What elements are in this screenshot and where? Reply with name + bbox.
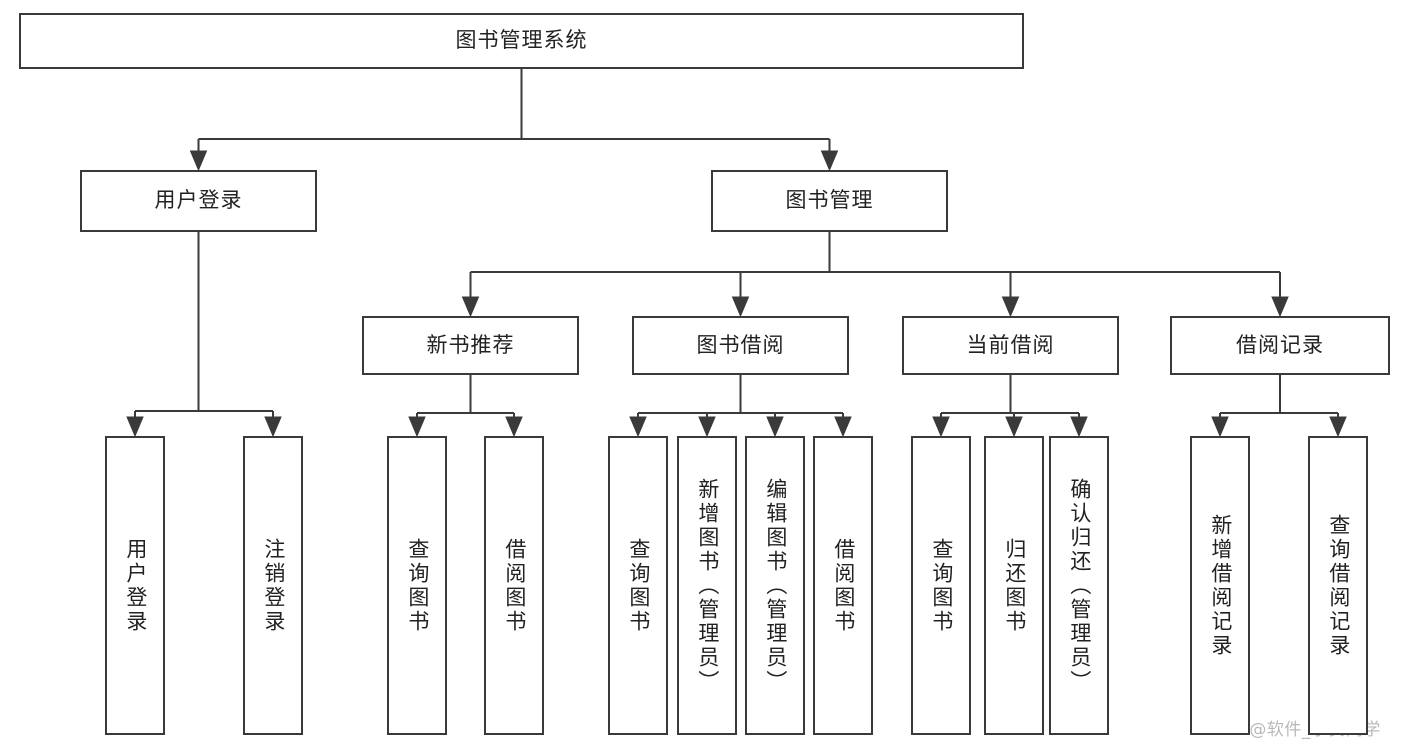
node-label: 当前借阅 (966, 332, 1055, 357)
node-borrow-record[interactable]: 借阅记录 (1170, 316, 1390, 375)
node-label: 用户登录 (123, 537, 148, 634)
node-leaf-borrow-edit[interactable]: 编辑图书（管理员） (745, 436, 805, 735)
node-leaf-cur-confirm[interactable]: 确认归还（管理员） (1049, 436, 1109, 735)
node-leaf-user-login[interactable]: 用户登录 (105, 436, 165, 735)
node-book-borrow[interactable]: 图书借阅 (632, 316, 849, 375)
node-leaf-rec-borrow[interactable]: 借阅图书 (484, 436, 544, 735)
node-label: 查询图书 (626, 537, 651, 634)
node-leaf-cur-query[interactable]: 查询图书 (911, 436, 971, 735)
node-label: 图书管理系统 (455, 28, 588, 53)
node-root[interactable]: 图书管理系统 (19, 13, 1024, 69)
node-label: 编辑图书（管理员） (763, 477, 788, 694)
node-label: 新增借阅记录 (1208, 513, 1233, 658)
node-label: 查询借阅记录 (1326, 513, 1351, 658)
node-label: 归还图书 (1002, 537, 1027, 634)
node-leaf-rec-query[interactable]: 查询图书 (387, 436, 447, 735)
node-label: 图书借阅 (696, 332, 785, 357)
node-label: 查询图书 (929, 537, 954, 634)
node-new-book-rec[interactable]: 新书推荐 (362, 316, 579, 375)
node-label: 图书管理 (785, 188, 874, 213)
node-label: 用户登录 (154, 188, 243, 213)
node-leaf-borrow-query[interactable]: 查询图书 (608, 436, 668, 735)
node-leaf-rec-add[interactable]: 新增借阅记录 (1190, 436, 1250, 735)
node-leaf-cur-return[interactable]: 归还图书 (984, 436, 1044, 735)
node-leaf-user-logout[interactable]: 注销登录 (243, 436, 303, 735)
node-label: 确认归还（管理员） (1067, 477, 1092, 694)
node-label: 借阅图书 (502, 537, 527, 634)
node-label: 新增图书（管理员） (695, 477, 720, 694)
node-label: 借阅图书 (831, 537, 856, 634)
node-current-borrow[interactable]: 当前借阅 (902, 316, 1119, 375)
node-label: 注销登录 (261, 537, 286, 634)
node-book-manage[interactable]: 图书管理 (711, 170, 948, 232)
node-label: 查询图书 (405, 537, 430, 634)
node-label: 新书推荐 (426, 332, 515, 357)
node-leaf-borrow-add[interactable]: 新增图书（管理员） (677, 436, 737, 735)
node-leaf-rec-search[interactable]: 查询借阅记录 (1308, 436, 1368, 735)
node-user-login[interactable]: 用户登录 (80, 170, 317, 232)
node-leaf-borrow-lend[interactable]: 借阅图书 (813, 436, 873, 735)
node-label: 借阅记录 (1236, 332, 1324, 357)
